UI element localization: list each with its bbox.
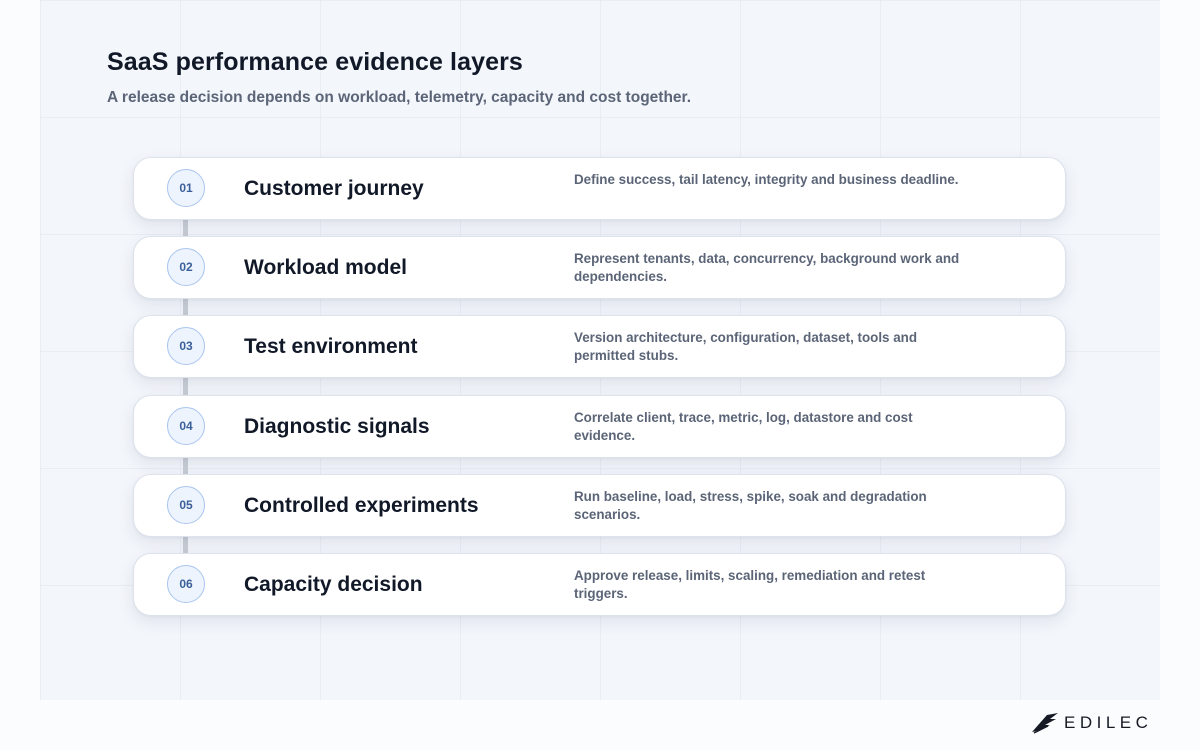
step-card: 01 Customer journey Define success, tail… bbox=[133, 157, 1066, 220]
step-title: Customer journey bbox=[244, 177, 424, 200]
step-card: 02 Workload model Represent tenants, dat… bbox=[133, 236, 1066, 300]
step-number-badge: 03 bbox=[167, 327, 205, 366]
step-description: Approve release, limits, scaling, remedi… bbox=[574, 567, 926, 601]
bird-wing-icon bbox=[1032, 713, 1058, 734]
step-card: 05 Controlled experiments Run baseline, … bbox=[133, 473, 1066, 537]
step-list: 01 Customer journey Define success, tail… bbox=[133, 157, 1066, 632]
step-title: Capacity decision bbox=[244, 572, 423, 596]
step-description: Represent tenants, data, concurrency, ba… bbox=[574, 251, 960, 285]
step-card: 04 Diagnostic signals Correlate client, … bbox=[133, 394, 1066, 458]
step-title: Test environment bbox=[244, 335, 418, 359]
step-number-badge: 04 bbox=[167, 406, 205, 445]
step-description: Version architecture, configuration, dat… bbox=[574, 330, 918, 364]
step-title: Diagnostic signals bbox=[244, 414, 430, 438]
step-connector-line bbox=[183, 220, 188, 560]
step-title: Controlled experiments bbox=[244, 493, 479, 517]
page-subtitle: A release decision depends on workload, … bbox=[107, 89, 692, 106]
brand-wordmark: EDILEC bbox=[1064, 713, 1153, 732]
page-title: SaaS performance evidence layers bbox=[107, 48, 523, 76]
step-number-badge: 01 bbox=[167, 169, 205, 207]
brand-logo: EDILEC bbox=[1031, 711, 1152, 735]
step-title: Workload model bbox=[244, 256, 407, 280]
step-number-badge: 05 bbox=[167, 485, 205, 524]
step-card: 03 Test environment Version architecture… bbox=[133, 315, 1066, 379]
step-number-badge: 06 bbox=[167, 564, 205, 603]
step-description: Define success, tail latency, integrity … bbox=[574, 172, 959, 187]
step-card: 06 Capacity decision Approve release, li… bbox=[133, 552, 1066, 616]
step-number-badge: 02 bbox=[167, 248, 205, 287]
step-description: Correlate client, trace, metric, log, da… bbox=[574, 409, 913, 443]
step-description: Run baseline, load, stress, spike, soak … bbox=[574, 488, 927, 522]
